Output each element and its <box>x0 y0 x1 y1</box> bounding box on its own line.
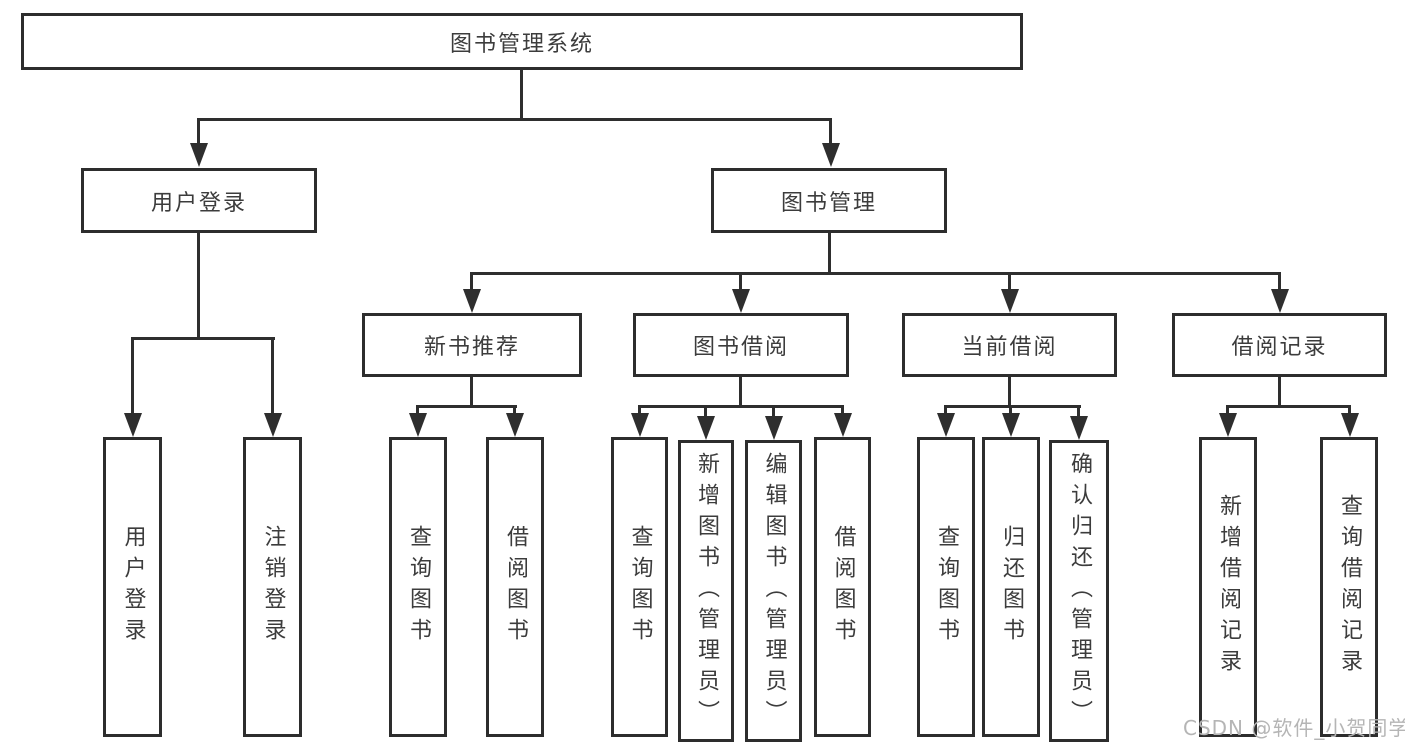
connector-line <box>513 408 516 415</box>
leaf-query-borrow-record: 查询借阅记录 <box>1320 437 1378 737</box>
connector-line <box>944 408 947 415</box>
leaf-add-borrow-record-label: 新增借阅记录 <box>1216 494 1241 680</box>
leaf-add-book-admin: 新增图书（管理员） <box>678 440 734 742</box>
arrowhead-down-icon <box>1341 413 1359 437</box>
leaf-edit-book-admin: 编辑图书（管理员） <box>745 440 802 742</box>
leaf-return-book-label: 归还图书 <box>999 525 1024 649</box>
leaf-borrow-books-borrowing: 借阅图书 <box>814 437 871 737</box>
connector-line <box>416 405 517 408</box>
leaf-borrow-books-recommend-label: 借阅图书 <box>503 525 528 649</box>
node-borrowing-records-label: 借阅记录 <box>1231 335 1328 360</box>
arrowhead-down-icon <box>1219 413 1237 437</box>
arrowhead-down-icon <box>631 413 649 437</box>
leaf-user-login-label: 用户登录 <box>120 525 146 649</box>
arrowhead-down-icon <box>732 289 750 313</box>
leaf-logout: 注销登录 <box>243 437 302 737</box>
connector-line <box>271 340 274 414</box>
arrowhead-down-icon <box>834 413 852 437</box>
arrowhead-down-icon <box>506 413 524 437</box>
connector-line <box>197 118 832 121</box>
connector-line <box>638 405 844 408</box>
leaf-borrow-books-borrowing-label: 借阅图书 <box>830 525 856 649</box>
arrowhead-down-icon <box>409 413 427 437</box>
connector-line <box>829 121 832 144</box>
leaf-query-books-recommend-label: 查询图书 <box>406 525 431 649</box>
leaf-query-borrow-record-label: 查询借阅记录 <box>1337 494 1362 680</box>
node-book-management: 图书管理 <box>711 168 947 233</box>
connector-line <box>1226 405 1351 408</box>
leaf-add-book-admin-label: 新增图书（管理员） <box>694 451 719 731</box>
connector-line <box>739 275 742 291</box>
arrowhead-down-icon <box>822 143 840 167</box>
leaf-query-books-current: 查询图书 <box>917 437 975 737</box>
connector-line <box>1278 377 1281 408</box>
arrowhead-down-icon <box>1001 289 1019 313</box>
arrowhead-down-icon <box>264 413 282 437</box>
node-book-management-label: 图书管理 <box>780 190 877 216</box>
connector-line <box>1009 408 1012 415</box>
connector-line <box>1077 408 1080 418</box>
leaf-logout-label: 注销登录 <box>260 525 286 649</box>
node-book-borrowing: 图书借阅 <box>633 313 849 377</box>
node-book-borrowing-label: 图书借阅 <box>692 335 789 360</box>
connector-line <box>1008 275 1011 291</box>
connector-line <box>828 232 831 275</box>
leaf-edit-book-admin-label: 编辑图书（管理员） <box>761 451 787 731</box>
connector-line <box>197 121 200 144</box>
arrowhead-down-icon <box>1002 413 1020 437</box>
leaf-add-borrow-record: 新增借阅记录 <box>1199 437 1257 737</box>
arrowhead-down-icon <box>190 143 208 167</box>
node-user-login-label: 用户登录 <box>150 190 247 216</box>
leaf-return-book: 归还图书 <box>982 437 1040 737</box>
connector-line <box>1348 408 1351 415</box>
leaf-confirm-return-admin: 确认归还（管理员） <box>1049 440 1109 742</box>
arrowhead-down-icon <box>937 413 955 437</box>
node-new-book-recommend: 新书推荐 <box>362 313 582 377</box>
leaf-query-books-borrowing: 查询图书 <box>611 437 668 737</box>
connector-line <box>638 408 641 415</box>
connector-line <box>470 272 1281 275</box>
connector-line <box>470 377 473 408</box>
leaf-query-books-current-label: 查询图书 <box>934 525 959 649</box>
connector-line <box>1278 275 1281 291</box>
connector-line <box>772 408 775 418</box>
connector-line <box>704 408 707 418</box>
arrowhead-down-icon <box>1070 416 1088 440</box>
connector-line <box>1008 377 1011 408</box>
connector-line <box>131 337 275 340</box>
connector-line <box>944 405 1081 408</box>
leaf-query-books-borrowing-label: 查询图书 <box>627 525 653 649</box>
connector-line <box>470 275 473 291</box>
leaf-user-login: 用户登录 <box>103 437 162 737</box>
connector-line <box>416 408 419 415</box>
leaf-query-books-recommend: 查询图书 <box>389 437 447 737</box>
node-current-borrowing-label: 当前借阅 <box>961 335 1058 360</box>
node-borrowing-records: 借阅记录 <box>1172 313 1387 377</box>
connector-line <box>841 408 844 415</box>
node-root-label: 图书管理系统 <box>449 31 594 57</box>
connector-line <box>197 233 200 340</box>
connector-line <box>131 340 134 414</box>
leaf-confirm-return-admin-label: 确认归还（管理员） <box>1067 451 1092 731</box>
csdn-watermark: CSDN @软件_小贺同学 <box>1183 716 1405 740</box>
arrowhead-down-icon <box>697 416 715 440</box>
leaf-borrow-books-recommend: 借阅图书 <box>486 437 544 737</box>
arrowhead-down-icon <box>1271 289 1289 313</box>
connector-line <box>739 377 742 408</box>
node-user-login: 用户登录 <box>81 168 317 233</box>
node-current-borrowing: 当前借阅 <box>902 313 1117 377</box>
arrowhead-down-icon <box>463 289 481 313</box>
node-new-book-recommend-label: 新书推荐 <box>423 335 520 360</box>
connector-line <box>520 69 523 121</box>
node-root-system: 图书管理系统 <box>21 13 1023 70</box>
arrowhead-down-icon <box>124 413 142 437</box>
arrowhead-down-icon <box>765 416 783 440</box>
connector-line <box>1226 408 1229 415</box>
